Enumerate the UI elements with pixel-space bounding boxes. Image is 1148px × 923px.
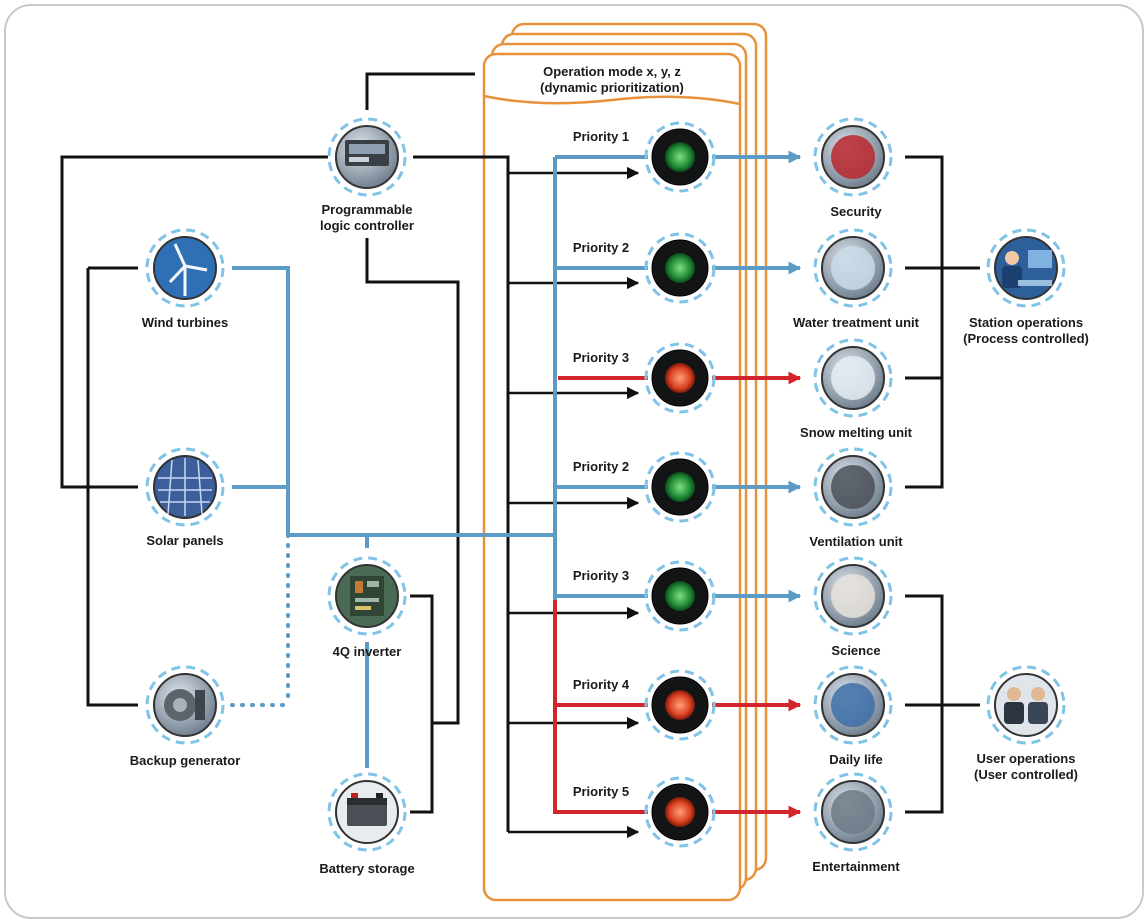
- priority-row: Priority 1: [573, 121, 716, 193]
- green-status-light-icon: [644, 121, 716, 193]
- battery-label: Battery storage: [319, 861, 414, 876]
- priority-label: Priority 3: [573, 350, 629, 365]
- power-bus: [232, 155, 648, 768]
- consumer-label: Entertainment: [812, 859, 900, 874]
- backup-generator-node: [145, 665, 225, 745]
- consumer-node: Security: [813, 117, 893, 219]
- fan-icon: [831, 465, 875, 509]
- entertainment-icon: [831, 790, 875, 834]
- priority-row: Priority 3: [573, 560, 716, 632]
- backup-generator-label: Backup generator: [130, 753, 241, 768]
- consumer-label: Security: [830, 204, 882, 219]
- mode-subtitle: (dynamic prioritization): [540, 80, 684, 95]
- priority-label: Priority 2: [573, 240, 629, 255]
- fire-extinguisher-icon: [831, 135, 875, 179]
- green-status-light-icon: [644, 560, 716, 632]
- user-operations-label: User operations: [977, 751, 1076, 766]
- priority-label: Priority 4: [573, 677, 630, 692]
- station-operations-node: [986, 228, 1066, 308]
- priority-row: Priority 2: [573, 451, 716, 523]
- control-arrows: [508, 166, 640, 839]
- output-arrows: [712, 150, 802, 819]
- green-status-light-icon: [644, 232, 716, 304]
- wind-turbines-node: [145, 228, 225, 308]
- user-operations-node: [986, 665, 1066, 745]
- priority-row: Priority 3: [573, 342, 716, 414]
- users-icon: [1004, 687, 1048, 724]
- inverter-icon: [350, 576, 384, 616]
- daily-life-icon: [831, 683, 875, 727]
- station-operations-sublabel: (Process controlled): [963, 331, 1089, 346]
- priority-row: Priority 2: [573, 232, 716, 304]
- battery-node: [327, 772, 407, 852]
- wind-turbines-label: Wind turbines: [142, 315, 229, 330]
- inverter-node: [327, 556, 407, 636]
- plc-label-line2: logic controller: [320, 218, 414, 233]
- red-status-light-icon: [644, 776, 716, 848]
- priority-label: Priority 5: [573, 784, 629, 799]
- station-operations-label: Station operations: [969, 315, 1083, 330]
- priority-row: Priority 4: [573, 669, 716, 741]
- plc-node: [327, 117, 407, 197]
- consumer-label: Snow melting unit: [800, 425, 913, 440]
- solar-panels-node: [145, 447, 225, 527]
- priority-row: Priority 5: [573, 776, 716, 848]
- green-status-light-icon: [644, 451, 716, 523]
- priority-label: Priority 3: [573, 568, 629, 583]
- consumer-label: Daily life: [829, 752, 882, 767]
- inverter-label: 4Q inverter: [333, 644, 402, 659]
- snow-icon: [831, 356, 875, 400]
- priority-list: Priority 1 Priority 2 Priority 3 Priority 2…: [573, 121, 716, 848]
- red-status-light-icon: [644, 669, 716, 741]
- consumer-node: Water treatment unit: [793, 228, 920, 330]
- priority-label: Priority 1: [573, 129, 629, 144]
- consumer-node: Science: [813, 556, 893, 658]
- battery-icon: [347, 793, 387, 826]
- user-operations-sublabel: (User controlled): [974, 767, 1078, 782]
- mode-title: Operation mode x, y, z: [543, 64, 681, 79]
- water-icon: [831, 246, 875, 290]
- plc-icon: [345, 140, 389, 166]
- priority-label: Priority 2: [573, 459, 629, 474]
- plc-label-line1: Programmable: [321, 202, 412, 217]
- solar-panel-icon: [158, 458, 212, 516]
- generator-icon: [164, 689, 205, 721]
- solar-panels-label: Solar panels: [146, 533, 223, 548]
- consumer-label: Ventilation unit: [809, 534, 903, 549]
- red-status-light-icon: [644, 342, 716, 414]
- science-icon: [831, 574, 875, 618]
- consumer-label: Science: [831, 643, 880, 658]
- consumer-node: Ventilation unit: [809, 447, 903, 549]
- consumer-node: Daily life: [813, 665, 893, 767]
- consumer-node: Snow melting unit: [800, 338, 913, 440]
- red-power-lines: [553, 376, 648, 814]
- consumer-node: Entertainment: [812, 772, 900, 874]
- control-lines: [60, 72, 980, 832]
- operator-icon: [1002, 250, 1052, 288]
- wind-turbine-icon: [168, 243, 208, 296]
- consumer-label: Water treatment unit: [793, 315, 920, 330]
